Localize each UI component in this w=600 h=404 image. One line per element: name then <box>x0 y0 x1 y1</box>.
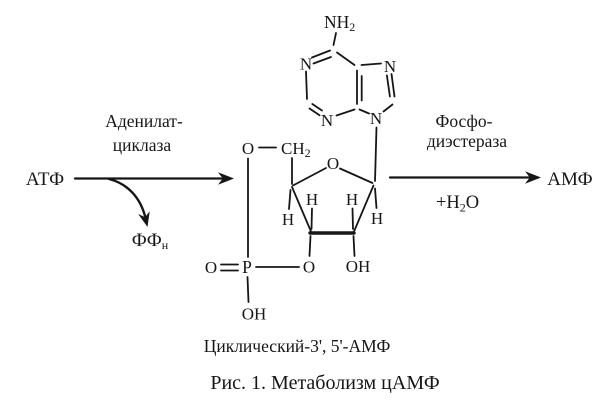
bond <box>312 56 332 65</box>
byproduct-branch-arrow <box>107 177 147 220</box>
left-reaction: АТФ Аденилат- циклаза ФФн <box>26 111 234 252</box>
right-arrow-head <box>525 171 541 184</box>
bond <box>305 70 308 100</box>
figure-caption: Рис. 1. Метаболизм цАМФ <box>210 372 439 394</box>
product-label: АМФ <box>547 169 592 190</box>
glycosidic-bond <box>374 126 378 182</box>
captions: Циклический-3', 5'-АМФ Рис. 1. Метаболиз… <box>204 336 440 394</box>
bond <box>291 186 312 233</box>
left-arrow-head <box>218 172 234 185</box>
h-label-c2: H <box>346 190 358 209</box>
phosphate-double-o-label: O <box>205 258 217 277</box>
bond <box>292 167 327 187</box>
bond <box>382 103 394 113</box>
adenine-ring: NH2 N N N N <box>300 12 396 182</box>
phosphodiesterase-label-line2: диэстераза <box>427 131 507 151</box>
ribose-ring-o-label: O <box>327 154 339 173</box>
phosphorus-label: P <box>242 257 252 277</box>
phosphate-oh-label: OH <box>242 305 267 324</box>
bond <box>374 187 378 209</box>
bond <box>339 167 374 184</box>
bond <box>288 189 292 210</box>
atom-n7: N <box>384 57 396 76</box>
water-label: +H2O <box>436 193 479 215</box>
h-label-c4: H <box>282 210 294 229</box>
ribose-ring: O CH2 O H H H H OH <box>242 139 383 276</box>
bond <box>308 235 312 257</box>
bond <box>332 32 337 46</box>
adenylate-cyclase-label-line2: циклаза <box>113 135 172 155</box>
bond <box>336 51 356 66</box>
byproduct-arrow-head <box>138 211 150 227</box>
ch2-label: CH2 <box>281 139 311 160</box>
bond <box>246 276 250 303</box>
bond <box>353 184 375 233</box>
byproduct-label: ФФн <box>132 230 169 252</box>
bond <box>358 108 370 115</box>
bond <box>308 107 321 117</box>
amine-label: NH2 <box>324 12 355 34</box>
phosphodiesterase-label-line1: Фосфо- <box>436 111 493 131</box>
hydroxyl-2-label: OH <box>346 257 371 276</box>
atom-n3: N <box>321 111 333 130</box>
atom-n9: N <box>370 109 382 128</box>
bond <box>351 207 354 230</box>
bond <box>335 108 356 117</box>
phosphate-o3-label: O <box>303 258 315 277</box>
ribose-o5-label: O <box>242 139 254 158</box>
bond <box>390 73 396 98</box>
right-reaction: Фосфо- диэстераза +H2O АМФ <box>388 111 593 215</box>
bond <box>311 49 331 59</box>
bond <box>311 103 323 112</box>
atom-n1: N <box>300 55 312 74</box>
h-label-c1: H <box>371 209 383 228</box>
phosphate-group: O P O OH <box>205 157 315 324</box>
adenylate-cyclase-label-line1: Аденилат- <box>105 111 183 131</box>
bond <box>310 207 313 230</box>
bond <box>352 235 356 257</box>
h-label-c3: H <box>306 190 318 209</box>
bond <box>360 62 382 66</box>
bond <box>385 74 391 98</box>
substrate-label: АТФ <box>26 169 64 190</box>
structure-name-caption: Циклический-3', 5'-АМФ <box>204 336 391 356</box>
